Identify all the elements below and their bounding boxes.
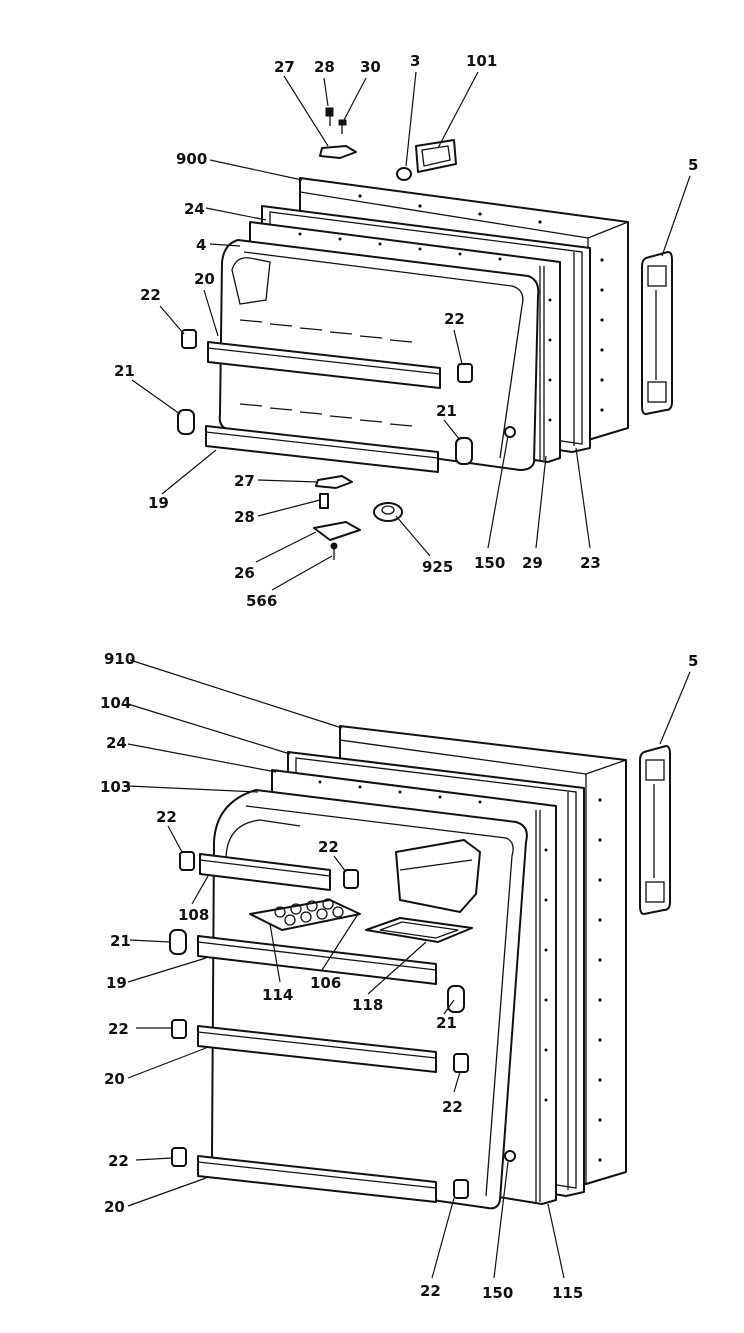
inner-door-liner-4 — [218, 239, 540, 471]
callout-19: 19 — [148, 494, 169, 512]
shelf-retainer-22-left — [181, 329, 197, 349]
callout-27: 27 — [234, 472, 255, 490]
stop-150-top — [504, 426, 516, 438]
hinge-bracket-27-top — [319, 145, 357, 159]
shelf-end-21-right — [455, 437, 473, 465]
callout-20: 20 — [194, 270, 215, 288]
callout-925: 925 — [422, 558, 453, 576]
shelf-retainer-22-c — [171, 1019, 187, 1039]
shelf-retainer-22-f — [453, 1179, 469, 1199]
door-shelf-19-bottom — [205, 403, 439, 473]
screw-28-top — [325, 107, 334, 126]
shelf-end-21-left — [177, 409, 195, 435]
butter-compartment — [395, 839, 481, 913]
callout-22: 22 — [140, 286, 161, 304]
hinge-plate-26 — [313, 521, 361, 541]
callout-106: 106 — [310, 974, 341, 992]
callout-21: 21 — [114, 362, 135, 380]
door-handle-5 — [641, 251, 673, 415]
door-handle-5-bottom — [639, 745, 671, 915]
callout-101: 101 — [466, 52, 497, 70]
callout-22: 22 — [444, 310, 465, 328]
callout-5: 5 — [688, 156, 698, 174]
callout-24: 24 — [106, 734, 127, 752]
door-shelf-19-lower — [197, 935, 437, 985]
callout-118: 118 — [352, 996, 383, 1014]
hinge-bracket-27-bottom — [315, 475, 353, 489]
callout-103: 103 — [100, 778, 131, 796]
callout-19: 19 — [106, 974, 127, 992]
shelf-retainer-22-b — [343, 869, 359, 889]
callout-910: 910 — [104, 650, 135, 668]
stop-150-bottom — [504, 1150, 516, 1162]
cap-925 — [373, 502, 403, 522]
shelf-end-21-b — [447, 985, 465, 1013]
door-shelf-20-top — [207, 319, 441, 389]
nameplate-101 — [415, 139, 457, 173]
callout-22: 22 — [420, 1282, 441, 1300]
egg-tray-114 — [249, 898, 361, 931]
hinge-pin-28-bottom — [319, 493, 329, 509]
callout-21: 21 — [110, 932, 131, 950]
leader-lines — [127, 71, 691, 1279]
callout-20: 20 — [104, 1070, 125, 1088]
callout-104: 104 — [100, 694, 131, 712]
callout-21: 21 — [436, 1014, 457, 1032]
plug-3 — [396, 167, 412, 181]
freezer-door-assembly — [177, 107, 673, 560]
shelf-retainer-22-e — [171, 1147, 187, 1167]
shelf-end-21-a — [169, 929, 187, 955]
callout-3: 3 — [410, 52, 420, 70]
screw-30 — [338, 119, 347, 134]
callout-22: 22 — [108, 1152, 129, 1170]
callout-23: 23 — [580, 554, 601, 572]
screw-566 — [330, 542, 338, 560]
callout-5: 5 — [688, 652, 698, 670]
callout-21: 21 — [436, 402, 457, 420]
callout-28: 28 — [314, 58, 335, 76]
fresh-food-door-assembly — [169, 725, 671, 1210]
callout-30: 30 — [360, 58, 381, 76]
callout-22: 22 — [442, 1098, 463, 1116]
callout-22: 22 — [318, 838, 339, 856]
callout-24: 24 — [184, 200, 205, 218]
shelf-retainer-22-right — [457, 363, 473, 383]
shelf-retainer-22-d — [453, 1053, 469, 1073]
callout-900: 900 — [176, 150, 207, 168]
door-shelf-20-middle — [197, 1025, 437, 1073]
door-shelf-108 — [199, 853, 331, 891]
door-shelf-20-bottom — [197, 1155, 437, 1203]
dairy-tray-118 — [365, 917, 473, 943]
callout-108: 108 — [178, 906, 209, 924]
callout-28: 28 — [234, 508, 255, 526]
shelf-retainer-22-a — [179, 851, 195, 871]
callout-27: 27 — [274, 58, 295, 76]
callout-22: 22 — [156, 808, 177, 826]
callout-115: 115 — [552, 1284, 583, 1302]
callout-114: 114 — [262, 986, 293, 1004]
callout-22: 22 — [108, 1020, 129, 1038]
callout-566: 566 — [246, 592, 277, 610]
callout-4: 4 — [196, 236, 206, 254]
callout-20: 20 — [104, 1198, 125, 1216]
callout-150: 150 — [474, 554, 505, 572]
callout-26: 26 — [234, 564, 255, 582]
callout-labels: 27 28 30 3 101 900 5 24 4 22 20 22 21 21… — [100, 52, 698, 1302]
callout-150: 150 — [482, 1284, 513, 1302]
callout-29: 29 — [522, 554, 543, 572]
